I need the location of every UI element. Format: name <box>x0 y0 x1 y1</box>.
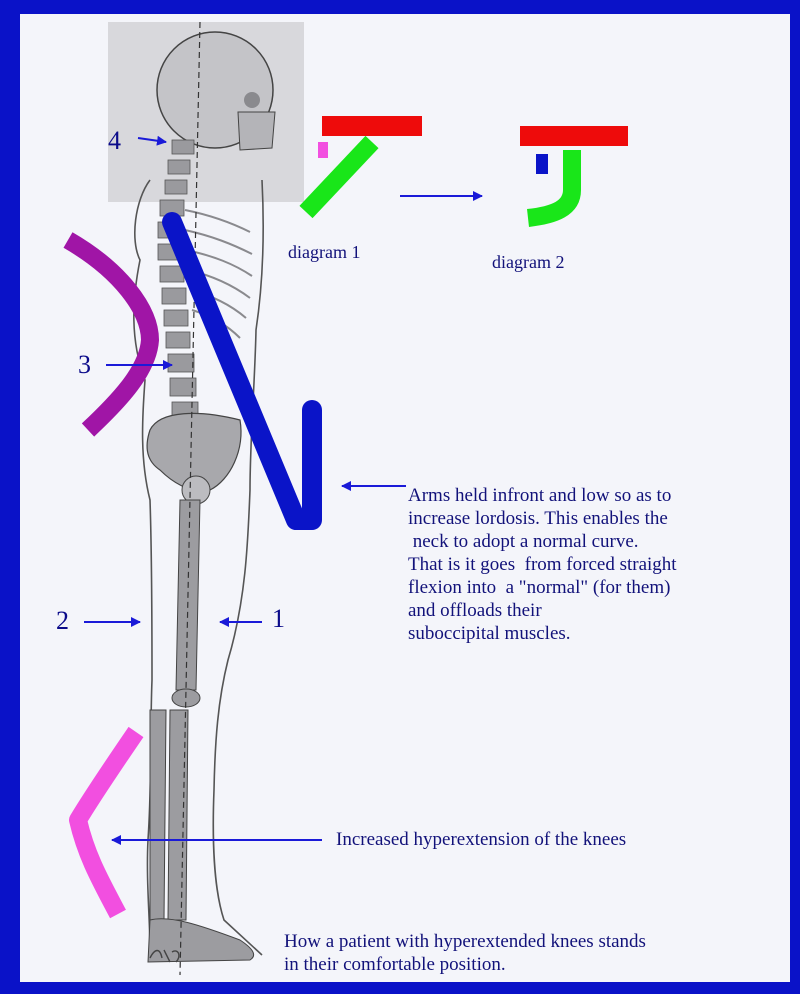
diagram1-caption: diagram 1 <box>288 242 360 263</box>
diagram2-blue-block <box>536 154 548 174</box>
arms-annotation: Arms held infront and low so as to incre… <box>408 484 677 645</box>
diagram2-green-bar <box>528 150 572 218</box>
diagram1-red-bar <box>322 116 422 136</box>
marker-4: 4 <box>108 126 121 156</box>
arms-line: increase lordosis. This enables the <box>408 507 677 530</box>
arms-line: and offloads their <box>408 599 677 622</box>
diagram1-magenta-block <box>318 142 328 158</box>
knee-curve-line <box>78 732 136 914</box>
arms-line: suboccipital muscles. <box>408 622 677 645</box>
arms-line: flexion into a "normal" (for them) <box>408 576 677 599</box>
arms-line: Arms held infront and low so as to <box>408 484 677 507</box>
diagram-1 <box>306 116 422 212</box>
marker-1: 1 <box>272 604 285 634</box>
patient-annotation: How a patient with hyperextended knees s… <box>284 930 646 976</box>
leg-bones-icon <box>148 500 254 962</box>
marker-2: 2 <box>56 606 69 636</box>
arms-line: That is it goes from forced straight <box>408 553 677 576</box>
diagram-2 <box>520 126 628 218</box>
arms-line: neck to adopt a normal curve. <box>408 530 677 553</box>
knees-annotation: Increased hyperextension of the knees <box>336 828 626 851</box>
patient-line: in their comfortable position. <box>284 953 646 976</box>
diagram1-green-bar <box>306 142 372 212</box>
diagram2-caption: diagram 2 <box>492 252 564 273</box>
marker-3: 3 <box>78 350 91 380</box>
pelvis-icon <box>147 413 241 504</box>
patient-line: How a patient with hyperextended knees s… <box>284 930 646 953</box>
skull-icon <box>157 32 275 150</box>
diagram2-red-bar <box>520 126 628 146</box>
